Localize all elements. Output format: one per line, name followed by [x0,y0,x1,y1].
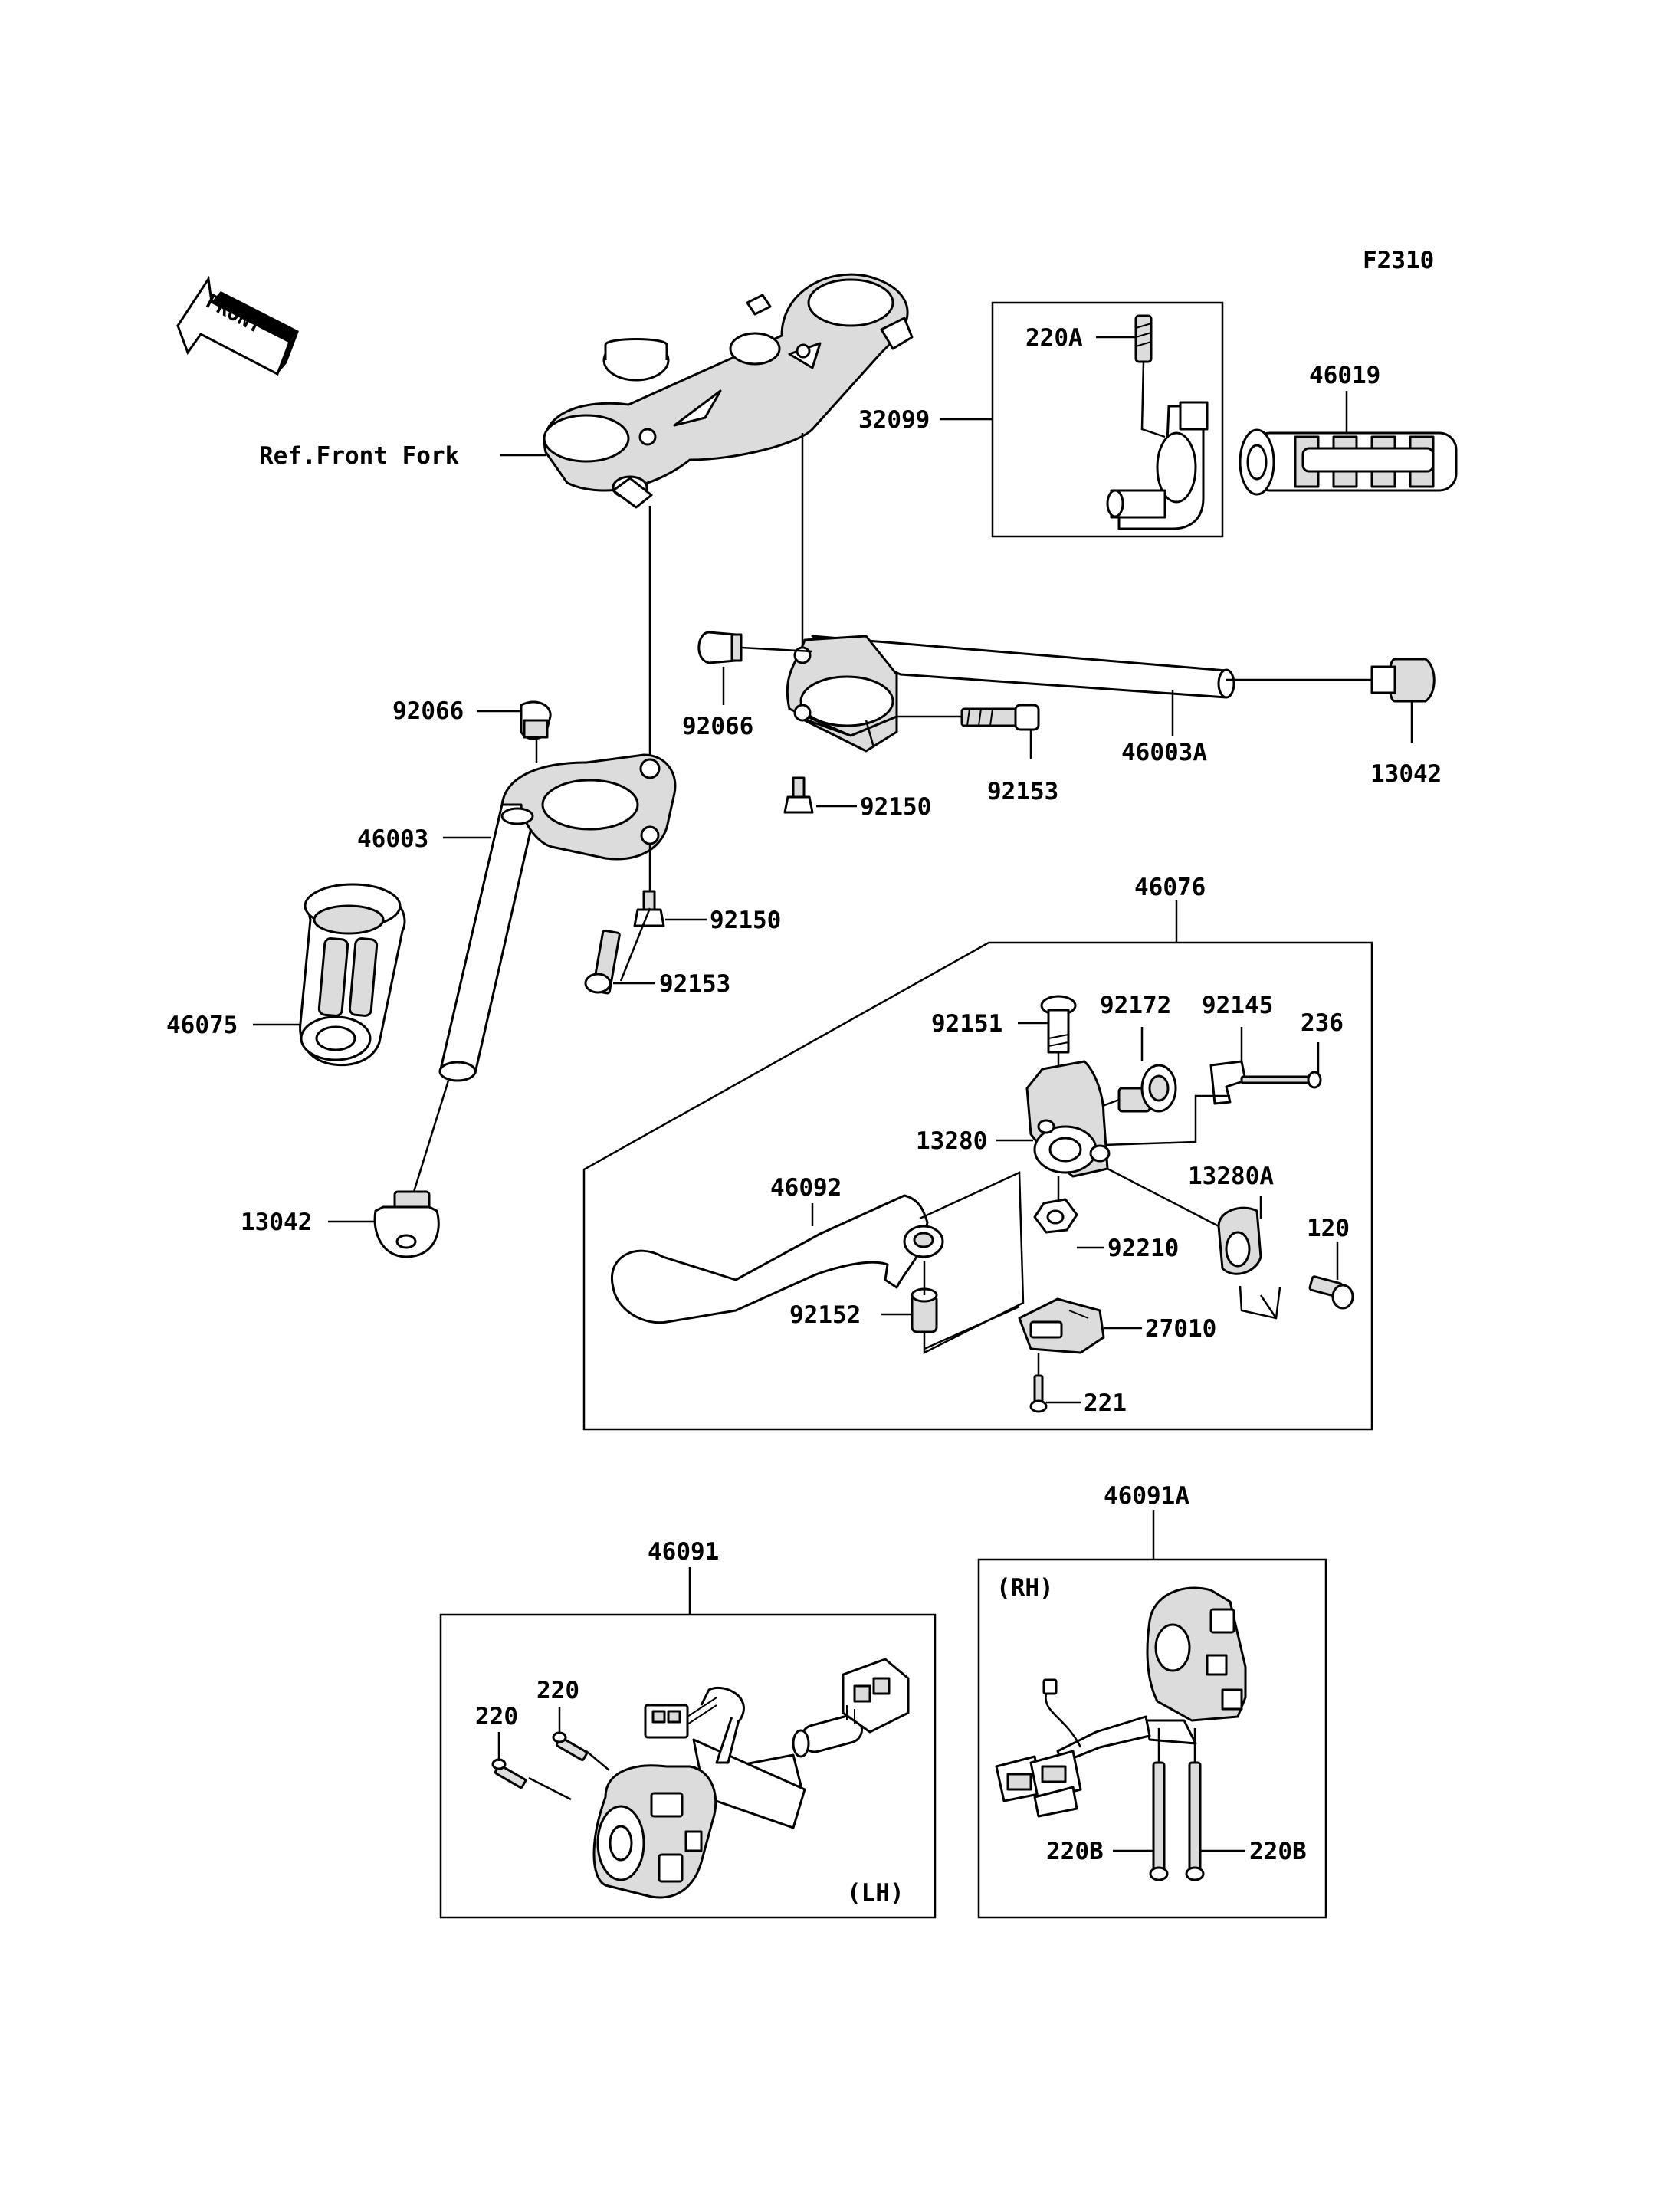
ref-label: Ref.Front Fork [259,442,460,470]
label-92153-right: 92153 [987,778,1058,805]
label-46091: 46091 [648,1538,719,1566]
handlebar-46003 [438,753,677,1082]
handlebar-46003A [786,635,1235,753]
label-220A: 220A [1025,324,1083,352]
spring-92145 [1209,1060,1247,1105]
rh-cable [1042,1678,1151,1764]
label-236: 236 [1301,1009,1344,1037]
bolt-92150-left [633,890,665,927]
screw-220B-left [1149,1761,1169,1881]
grip-46019 [1239,428,1458,496]
label-221: 221 [1084,1389,1127,1417]
label-32099: 32099 [858,406,930,434]
bolt-92150-right [783,776,814,814]
bolt-92153-left [584,929,621,995]
upper-triple-clamp [543,273,914,509]
screw-236 [1240,1071,1322,1089]
screw-220-a [491,1758,527,1789]
adjuster-92172 [1117,1064,1177,1113]
cap-92066-right [697,631,743,664]
label-92150-right: 92150 [860,793,931,821]
lh-switch-housing [592,1686,806,1899]
label-46019: 46019 [1309,362,1380,389]
label-13280A: 13280A [1188,1163,1274,1190]
lh-switch-box [439,1613,937,1919]
label-92150-left: 92150 [710,907,781,934]
label-220B-left: 220B [1046,1838,1104,1865]
label-120: 120 [1307,1215,1350,1242]
screw-221 [1029,1374,1048,1413]
collar-92152 [911,1287,938,1333]
holder-13280 [1025,1060,1111,1178]
cap-92066-left [520,700,552,740]
lh-connector-left [644,1697,717,1739]
label-92066-right: 92066 [682,713,753,740]
lh-side-label: (LH) [847,1879,904,1907]
label-13042-left: 13042 [241,1209,312,1236]
label-46091A: 46091A [1104,1482,1189,1510]
clamp-13280A [1217,1206,1262,1275]
label-220-b: 220 [536,1677,579,1704]
throttle-pipe [1106,401,1209,530]
label-220-a: 220 [475,1703,518,1730]
label-92210: 92210 [1107,1235,1179,1262]
label-92152: 92152 [789,1301,861,1329]
lh-cable-right [792,1714,863,1758]
label-46076: 46076 [1134,874,1206,901]
label-46003: 46003 [357,825,428,853]
screw-220A [1134,314,1153,363]
screw-220B-right [1185,1761,1205,1881]
screw-220-b [552,1731,589,1761]
label-13280: 13280 [916,1127,987,1155]
nut-92210 [1033,1198,1078,1234]
figure-code: F2310 [1363,247,1434,274]
label-92153-left: 92153 [659,970,730,998]
bolt-92151 [1040,995,1077,1054]
label-92066-left: 92066 [392,697,464,725]
grip-46075 [299,883,406,1067]
label-92145: 92145 [1202,992,1273,1019]
rh-switch-housing [1144,1586,1247,1745]
rh-switch-box [977,1558,1327,1919]
label-220B-right: 220B [1249,1838,1307,1865]
bolt-92153-right [960,704,1040,731]
switch-27010 [1018,1297,1105,1354]
label-92172: 92172 [1100,992,1171,1019]
label-13042-right: 13042 [1370,760,1442,788]
label-46092: 46092 [770,1174,842,1202]
rh-side-label: (RH) [996,1574,1054,1602]
label-46003A: 46003A [1121,739,1207,766]
label-46075: 46075 [166,1012,238,1039]
lh-connector-right [842,1658,910,1734]
bar-end-13042-right [1370,658,1436,703]
front-arrow-icon: FRONT [176,275,299,376]
lever-46092 [611,1194,944,1324]
bar-end-13042-left [373,1190,440,1258]
label-27010: 27010 [1145,1315,1216,1343]
bolt-120 [1308,1275,1354,1310]
lever-box [582,941,1373,1431]
label-92151: 92151 [931,1010,1002,1038]
rh-connector [995,1750,1082,1818]
